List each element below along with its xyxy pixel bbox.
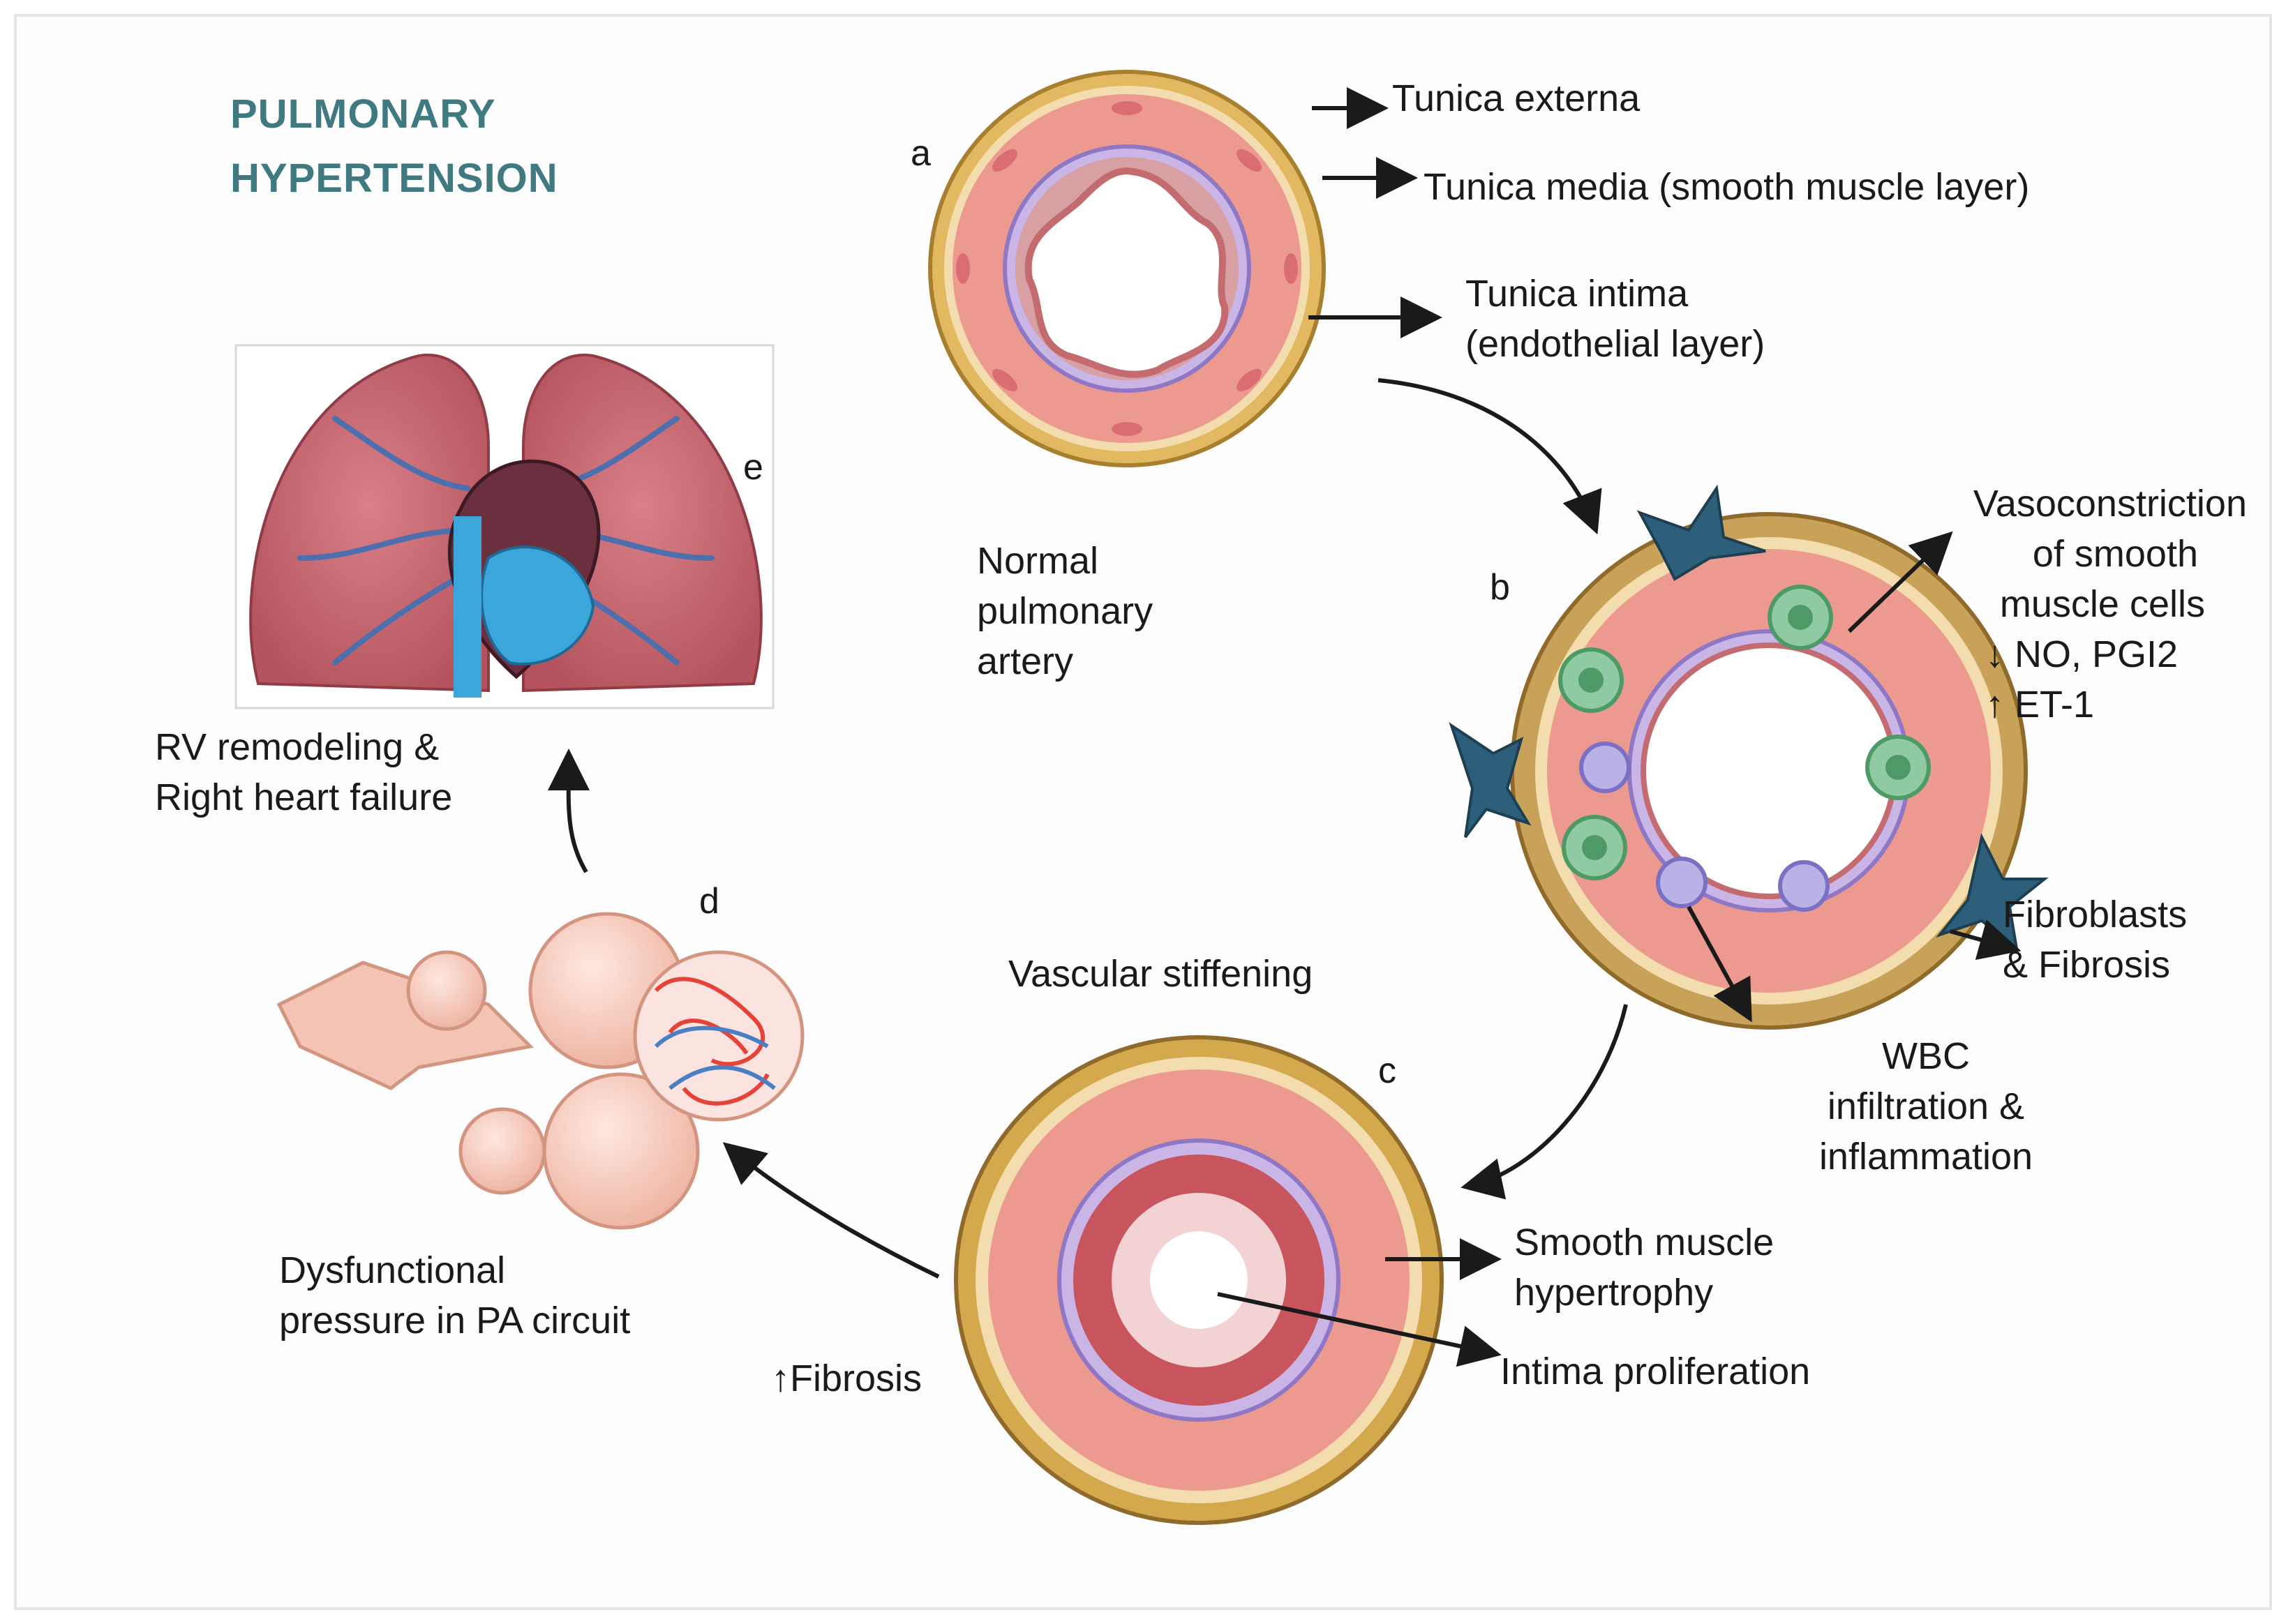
panel-letter-e: e [743,447,763,488]
label-vasoconstriction: Vasoconstriction of smooth muscle cells [1973,483,2247,625]
diagram-title: PULMONARY HYPERTENSION [230,82,558,211]
label-vascular-stiffening: Vascular stiffening [1008,953,1313,995]
label-normal-artery: Normal pulmonary artery [977,540,1153,682]
label-mediators: ↓ NO, PGI2 ↑ ET-1 [1985,633,2179,725]
label-rv-remodeling: RV remodeling & Right heart failure [155,726,453,818]
title-line-2: HYPERTENSION [230,156,558,201]
label-dysfunctional-pressure: Dysfunctional pressure in PA circuit [279,1249,631,1341]
inflamed-artery-illustration [1449,484,2049,1030]
panel-letter-b: b [1490,567,1510,608]
normal-artery-illustration [928,70,1326,467]
panel-letter-c: c [1378,1051,1396,1091]
label-tunica-intima: Tunica intima (endothelial layer) [1465,273,1765,365]
label-tunica-externa: Tunica externa [1392,77,1641,119]
alveoli-illustration [276,912,805,1230]
label-intima-proliferation: Intima proliferation [1500,1351,1811,1392]
label-fibroblasts: Fibroblasts & Fibrosis [2003,894,2188,986]
label-tunica-media: Tunica media (smooth muscle layer) [1424,166,2030,208]
label-fibrosis: ↑Fibrosis [771,1358,922,1399]
label-wbc-infiltration: WBC infiltration & inflammation [1818,1035,2033,1178]
lungs-heart-illustration [234,344,775,709]
stiffened-artery-illustration [954,1035,1444,1525]
panel-letter-d: d [699,881,719,922]
panel-letter-a: a [911,133,931,174]
label-smooth-muscle-hypertrophy: Smooth muscle hypertrophy [1514,1221,1775,1314]
arrows [547,87,2022,1367]
title-line-1: PULMONARY [230,91,496,137]
